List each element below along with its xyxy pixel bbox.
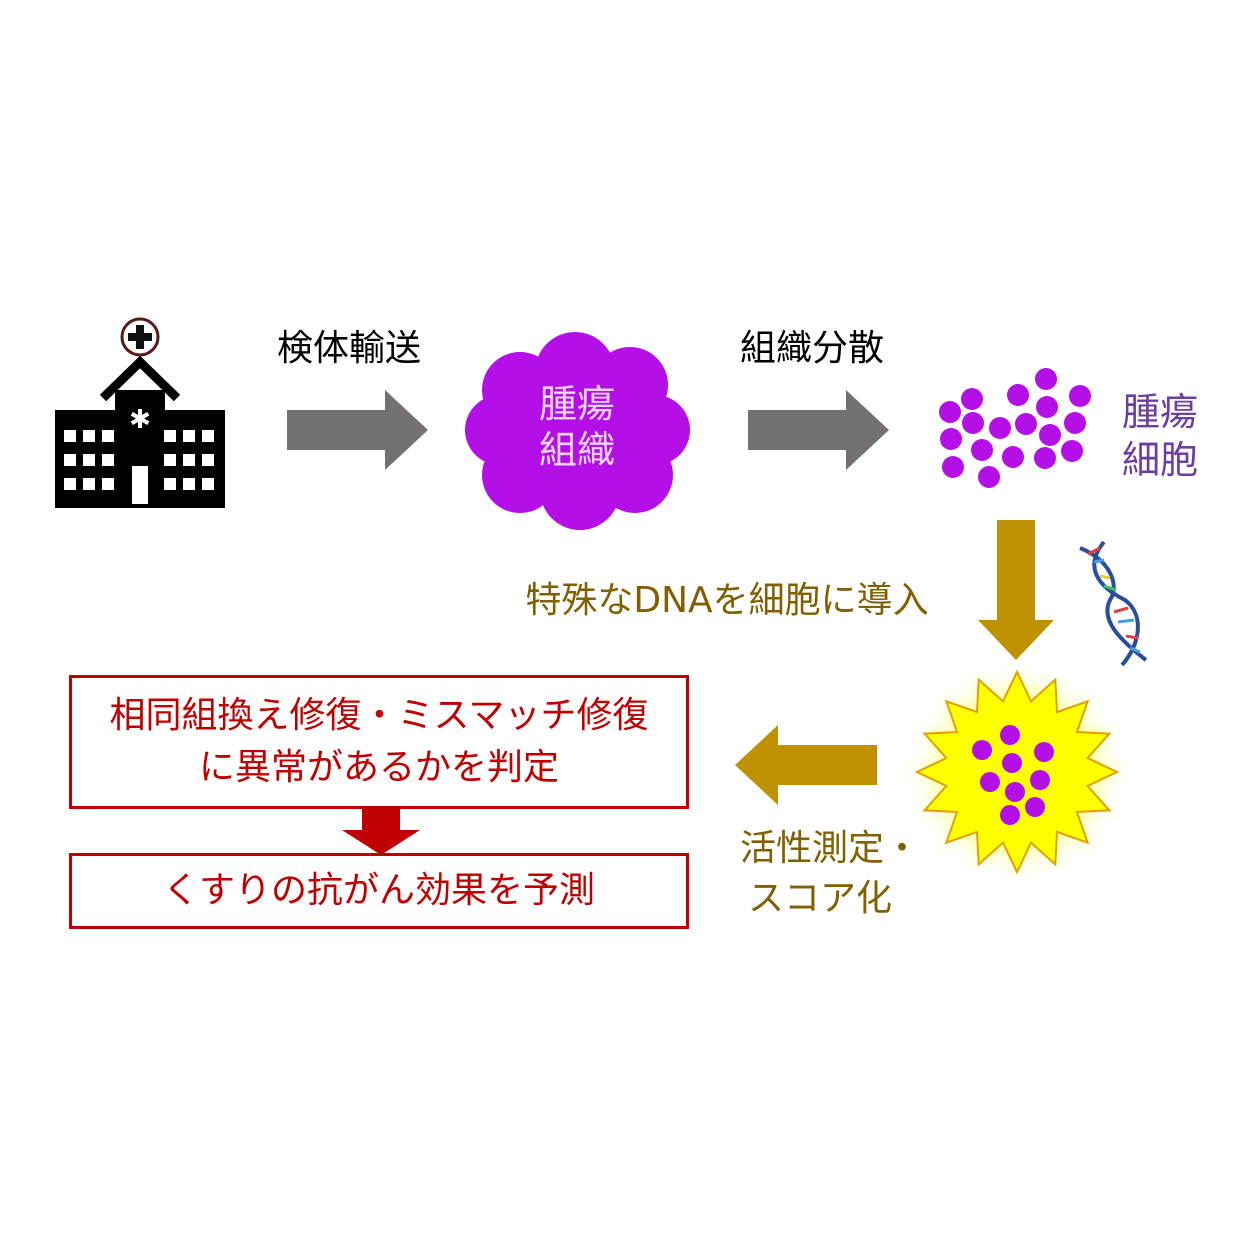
cell-dot <box>1035 368 1057 390</box>
judgement-box: 相同組換え修復・ミスマッチ修復 に異常があるかを判定 <box>69 675 689 809</box>
arrow-right-icon <box>748 390 889 470</box>
cell-dot <box>971 439 993 461</box>
tumor-cells <box>939 368 1091 488</box>
transport-label: 検体輸送 <box>276 328 422 369</box>
active-cell-dot <box>1025 797 1045 817</box>
active-cell-dot <box>1034 742 1054 762</box>
tumor-cells-label-2: 細胞 <box>1122 438 1199 482</box>
cell-dot <box>1034 447 1056 469</box>
cell-dot <box>1007 384 1029 406</box>
prediction-text: くすりの抗がん効果を予測 <box>162 869 595 911</box>
arrow-down-icon <box>978 520 1054 660</box>
cell-dot <box>1069 385 1091 407</box>
cell-dot <box>942 456 964 478</box>
cell-dot <box>939 401 961 423</box>
activity-label-1: 活性測定・ <box>739 828 921 869</box>
cell-dot <box>940 428 962 450</box>
active-cell-dot <box>1030 770 1050 790</box>
active-cell-dot <box>1005 782 1025 802</box>
dna-intro-label: 特殊なDNAを細胞に導入 <box>525 580 929 621</box>
cell-dot <box>1039 424 1061 446</box>
cell-dot <box>1064 412 1086 434</box>
tumor-cells-label-1: 腫瘍 <box>1122 390 1199 434</box>
dna-icon <box>1079 540 1148 667</box>
cell-dot <box>1036 396 1058 418</box>
dispersion-label: 組織分散 <box>739 328 885 369</box>
active-cell-dot <box>980 772 1000 792</box>
cell-dot <box>961 388 983 410</box>
arrow-left-icon <box>735 725 877 805</box>
active-cell-dot <box>972 740 992 760</box>
judgement-line-2: に異常があるかを判定 <box>198 747 559 788</box>
cell-dot <box>1015 413 1037 435</box>
arrow-right-icon <box>287 390 428 470</box>
activity-label-2: スコア化 <box>747 878 893 919</box>
prediction-box: くすりの抗がん効果を予測 <box>69 853 689 929</box>
cell-dot <box>1002 446 1024 468</box>
active-cells-starburst <box>914 669 1120 875</box>
judgement-line-1: 相同組換え修復・ミスマッチ修復 <box>109 694 649 736</box>
active-cell-dot <box>1002 753 1022 773</box>
svg-text:✱: ✱ <box>129 405 151 435</box>
cell-dot <box>989 417 1011 439</box>
tumor-tissue-label-1: 腫瘍 <box>538 382 616 426</box>
cell-dot <box>1061 440 1083 462</box>
cell-dot <box>962 412 984 434</box>
cell-dot <box>978 466 1000 488</box>
active-cell-dot <box>1000 725 1020 745</box>
hospital-icon: ✱ <box>55 317 225 508</box>
arrow-down-red-icon <box>342 806 420 855</box>
active-cell-dot <box>1000 805 1020 825</box>
tumor-tissue-label-2: 組織 <box>538 428 616 472</box>
tumor-tissue-cloud <box>465 332 690 530</box>
